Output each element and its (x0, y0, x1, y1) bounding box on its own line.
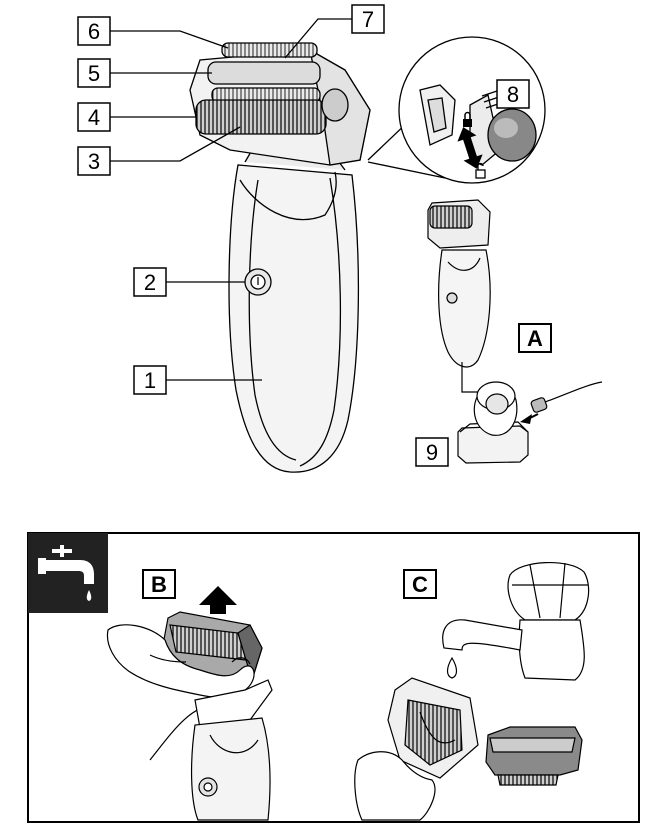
callout-9-label: 9 (426, 440, 438, 465)
small-shaver-contour (447, 257, 481, 271)
panel-a-box (518, 323, 552, 353)
up-arrow-icon (199, 586, 237, 614)
charging-illustration (427, 199, 603, 464)
power-plug (530, 397, 548, 413)
main-shaver (189, 42, 371, 473)
callout-6-label: 6 (88, 19, 100, 44)
head-release-button (321, 88, 349, 122)
foil-5 (207, 61, 321, 85)
removed-foil-comb (497, 774, 559, 786)
panel-b-illustration (106, 611, 273, 821)
panel-b-box (142, 569, 176, 599)
panel-c-illustration (354, 562, 590, 821)
zoom-line-lower (367, 161, 446, 179)
panel-b-label: B (151, 572, 167, 597)
detail-knob-highlight (494, 118, 518, 138)
callout-2-label: 2 (144, 270, 156, 295)
faucet-body (518, 619, 585, 681)
callout-9-box (415, 437, 449, 467)
callout-6-leader (110, 30, 229, 49)
blade-top (221, 42, 318, 58)
panel-c-box (403, 569, 437, 599)
charging-stand-base (457, 425, 529, 464)
shaver-body (228, 164, 360, 473)
shaver-body-contour (248, 179, 297, 461)
charging-stand-cup-inner (485, 393, 509, 415)
callout-7-label: 7 (362, 7, 374, 32)
panel-a-label: A (527, 326, 543, 351)
callout-8-box (496, 79, 530, 109)
callout-5-label: 5 (88, 61, 100, 86)
foil-front (195, 99, 327, 135)
removed-foil-top (489, 737, 576, 753)
hand-b (106, 624, 255, 698)
callout-1-label: 1 (144, 368, 156, 393)
water-drop (446, 656, 458, 679)
lock-icon (463, 111, 472, 127)
callout-4-box (77, 102, 111, 132)
power-cord (544, 381, 603, 403)
callout-8-label: 8 (507, 82, 519, 107)
callout-2-box (133, 267, 167, 297)
callout-4-label: 4 (88, 105, 100, 130)
panel-c-label: C (412, 572, 428, 597)
plug-arrow (520, 414, 532, 424)
shaver-grip-scoop (239, 171, 337, 221)
callout-7-box (351, 4, 385, 34)
detached-head-side (237, 624, 263, 683)
open-shaver-body (190, 717, 271, 821)
unlock-icon (475, 162, 486, 179)
hand-c (354, 751, 436, 821)
double-arrow-icon (457, 127, 483, 169)
cutter-block (404, 699, 463, 766)
water-tap-icon (28, 533, 108, 613)
faucet-spout (442, 619, 523, 651)
small-shaver-foil (429, 205, 473, 229)
callout-3-leader (110, 126, 241, 162)
callout-7-leader (284, 18, 352, 59)
shaver-body-side (299, 177, 342, 467)
lock-detail (367, 36, 546, 184)
small-shaver-switch (446, 292, 458, 304)
callouts: 6 5 4 3 7 2 1 (77, 4, 385, 395)
detail-frame-inner (427, 97, 447, 133)
faucet-handle (507, 562, 590, 621)
small-shaver-body (438, 249, 491, 368)
callout-6-box (77, 16, 111, 46)
callout-3-label: 3 (88, 149, 100, 174)
